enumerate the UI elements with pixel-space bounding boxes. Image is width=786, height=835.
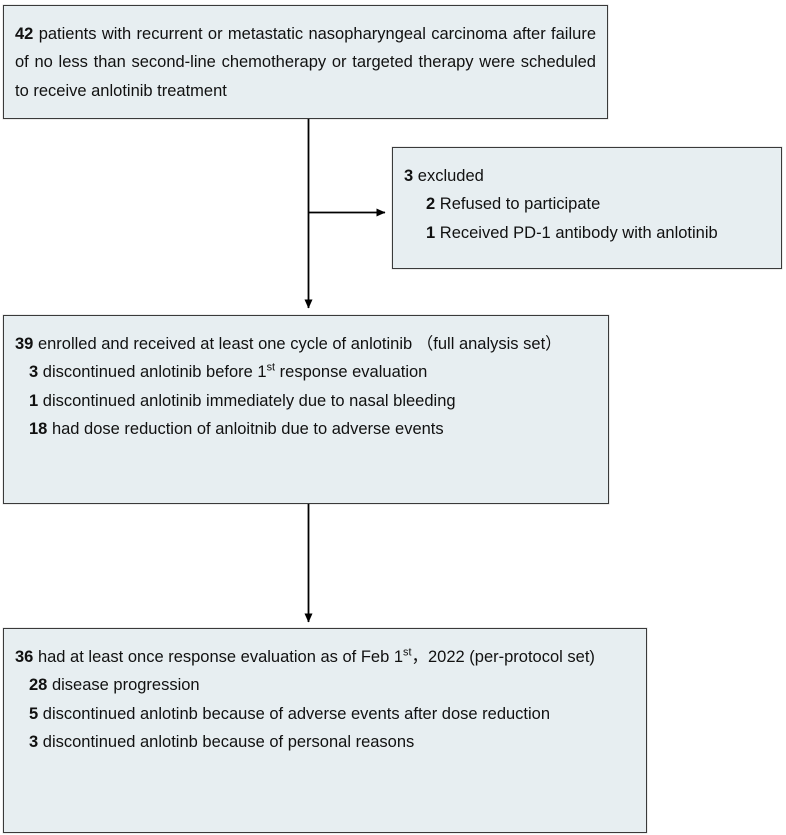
evaluated-adverse-text: discontinued anlotinb because of adverse… bbox=[38, 704, 551, 723]
box-evaluated-patients: 36 had at least once response evaluation… bbox=[3, 628, 647, 833]
evaluated-text-post: ，2022 (per-protocol set) bbox=[411, 648, 595, 666]
excluded-reason-refused: 2 Refused to participate bbox=[404, 190, 770, 218]
excluded-text: excluded bbox=[413, 167, 484, 185]
enrolled-nasal-text: discontinued anlotinib immediately due t… bbox=[38, 391, 456, 410]
excluded-refused-count: 2 bbox=[426, 195, 436, 214]
excluded-count: 3 bbox=[404, 167, 414, 185]
evaluated-count: 36 bbox=[15, 648, 34, 666]
excluded-primary-line: 3 excluded bbox=[404, 162, 770, 190]
screened-text: patients with recurrent or metastatic na… bbox=[15, 25, 596, 100]
evaluated-progression-text: disease progression bbox=[47, 676, 200, 695]
box-screened-content: 42 patients with recurrent or metastatic… bbox=[4, 6, 607, 115]
evaluated-ordinal-suffix: st bbox=[403, 646, 412, 659]
excluded-reason-pd1: 1 Received PD-1 antibody with anlotinib bbox=[404, 219, 770, 247]
enrolled-primary-line: 39 enrolled and received at least one cy… bbox=[15, 330, 597, 358]
excluded-pd1-text: Received PD-1 antibody with anlotinib bbox=[435, 223, 718, 242]
box-excluded-content: 3 excluded 2 Refused to participate 1 Re… bbox=[393, 148, 781, 257]
evaluated-progression-count: 28 bbox=[29, 676, 48, 695]
enrolled-disc-before-ordinal-suffix: st bbox=[266, 361, 276, 374]
evaluated-primary-line: 36 had at least once response evaluation… bbox=[15, 643, 635, 671]
enrolled-dose-reduction-text: had dose reduction of anloitnib due to a… bbox=[47, 420, 444, 439]
enrolled-nasal-count: 1 bbox=[29, 391, 39, 410]
box-screened-patients: 42 patients with recurrent or metastatic… bbox=[3, 5, 608, 119]
excluded-pd1-count: 1 bbox=[426, 223, 436, 242]
evaluated-personal-text: discontinued anlotinb because of persona… bbox=[38, 733, 415, 752]
enrolled-text: enrolled and received at least one cycle… bbox=[33, 335, 562, 353]
enrolled-discontinued-nasal-bleeding: 1 discontinued anlotinib immediately due… bbox=[15, 387, 597, 415]
box-evaluated-content: 36 had at least once response evaluation… bbox=[4, 629, 646, 767]
enrolled-dose-reduction-count: 18 bbox=[29, 420, 48, 439]
evaluated-disease-progression: 28 disease progression bbox=[15, 671, 635, 699]
evaluated-personal-count: 3 bbox=[29, 733, 39, 752]
evaluated-discontinued-personal-reasons: 3 discontinued anlotinb because of perso… bbox=[15, 728, 635, 756]
evaluated-text-pre: had at least once response evaluation as… bbox=[33, 648, 404, 666]
evaluated-discontinued-adverse-events: 5 discontinued anlotinb because of adver… bbox=[15, 700, 635, 728]
enrolled-disc-before-text-pre: discontinued anlotinib before 1 bbox=[38, 363, 267, 382]
enrolled-disc-before-count: 3 bbox=[29, 363, 39, 382]
enrolled-discontinued-before-eval: 3 discontinued anlotinib before 1st resp… bbox=[15, 358, 597, 386]
enrolled-disc-before-text-post: response evaluation bbox=[275, 363, 428, 382]
box-enrolled-content: 39 enrolled and received at least one cy… bbox=[4, 316, 608, 454]
screened-count: 42 bbox=[15, 25, 34, 43]
screened-primary-line: 42 patients with recurrent or metastatic… bbox=[15, 20, 596, 105]
enrolled-count: 39 bbox=[15, 335, 34, 353]
excluded-refused-text: Refused to participate bbox=[435, 195, 601, 214]
box-excluded-patients: 3 excluded 2 Refused to participate 1 Re… bbox=[392, 147, 782, 269]
evaluated-adverse-count: 5 bbox=[29, 704, 39, 723]
enrolled-dose-reduction: 18 had dose reduction of anloitnib due t… bbox=[15, 415, 597, 443]
box-enrolled-patients: 39 enrolled and received at least one cy… bbox=[3, 315, 609, 504]
